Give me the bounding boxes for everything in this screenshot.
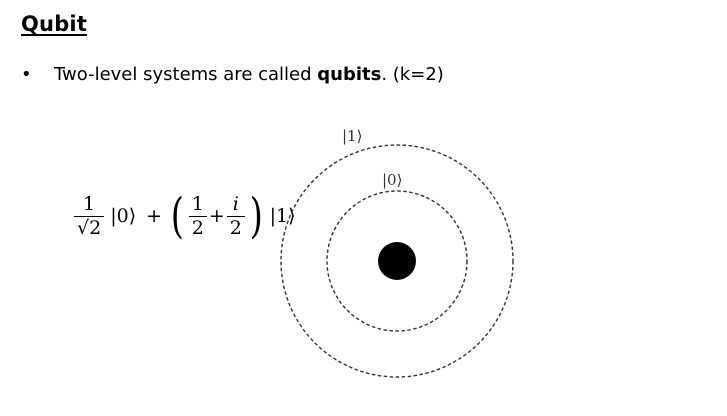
fraction-denominator: √2 bbox=[74, 215, 105, 238]
fraction-numerator: i bbox=[232, 192, 239, 215]
fraction-numerator: 1 bbox=[191, 192, 204, 215]
bullet-item: • Two-level systems are called qubits. (k… bbox=[21, 64, 444, 85]
fraction-i-half: i 2 bbox=[226, 192, 245, 238]
fraction-one-over-root-two: 1 √2 bbox=[74, 192, 105, 238]
fraction-numerator: 1 bbox=[83, 192, 96, 215]
fraction-denominator: 2 bbox=[226, 215, 245, 238]
inner-orbit bbox=[326, 190, 468, 332]
fraction-denominator: 2 bbox=[188, 215, 207, 238]
bullet-text-after: . (k=2) bbox=[381, 64, 444, 85]
inner-orbit-label: |0⟩ bbox=[382, 171, 403, 189]
plus-sign: + bbox=[146, 205, 163, 227]
ket-one: |1⟩ bbox=[269, 205, 296, 227]
bullet-text-bold: qubits bbox=[317, 64, 382, 85]
slide-title: Qubit bbox=[21, 12, 88, 36]
state-formula: 1 √2 |0⟩ + ( 1 2 + i 2 ) |1⟩ bbox=[72, 192, 300, 240]
outer-orbit-label: |1⟩ bbox=[342, 127, 363, 145]
bullet-symbol: • bbox=[21, 64, 32, 85]
ket-zero: |0⟩ bbox=[110, 205, 137, 227]
fraction-one-half: 1 2 bbox=[188, 192, 207, 238]
bullet-text-before: Two-level systems are called bbox=[54, 64, 318, 85]
plus-sign-inner: + bbox=[208, 205, 225, 227]
paren-open: ( bbox=[170, 188, 184, 244]
outer-orbit bbox=[280, 144, 514, 378]
nucleus bbox=[378, 242, 416, 280]
paren-close: ) bbox=[249, 188, 263, 244]
